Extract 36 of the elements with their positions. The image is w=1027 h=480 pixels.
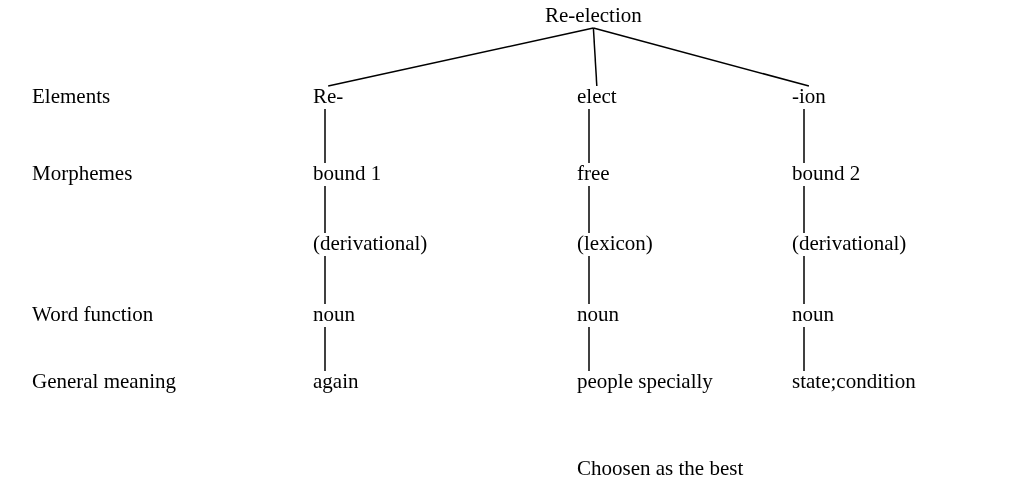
row-label: Word function [32,303,154,327]
tree-line [588,108,590,164]
tree-node-label: Re-election [545,4,642,28]
tree-line [803,326,805,372]
tree-line [324,108,326,164]
tree-node-label: bound 2 [792,162,861,186]
row-label: General meaning [32,370,177,394]
tree-node-label: free [577,162,610,186]
tree-line [592,27,810,87]
tree-node-label: (derivational) [792,232,907,256]
tree-node-label: noun [577,303,619,327]
tree-node-label: elect [577,85,617,109]
tree-line [324,326,326,372]
tree-line [588,255,590,305]
meaning-text: people specially [577,370,714,394]
tree-node-label: Re- [313,85,344,109]
tree-line [324,185,326,234]
tree-node-label: again [313,370,359,394]
tree-node-label: noun [313,303,355,327]
tree-node-label: (lexicon) [577,232,653,256]
tree-node-label: noun [792,303,834,327]
tree-node-label: -ion [792,85,826,109]
row-label: Elements [32,85,111,109]
tree-line [588,326,590,372]
tree-node-label: (derivational) [313,232,428,256]
tree-line [803,255,805,305]
tree-line [327,27,595,87]
tree-line [803,108,805,164]
tree-node-label: bound 1 [313,162,382,186]
row-label: Morphemes [32,162,133,186]
tree-node-label: state;condition [792,370,916,394]
tree-line [324,255,326,305]
tree-line [803,185,805,234]
meaning-text: Choosen as the best [577,457,744,480]
tree-line [588,185,590,234]
tree-line [592,27,598,87]
